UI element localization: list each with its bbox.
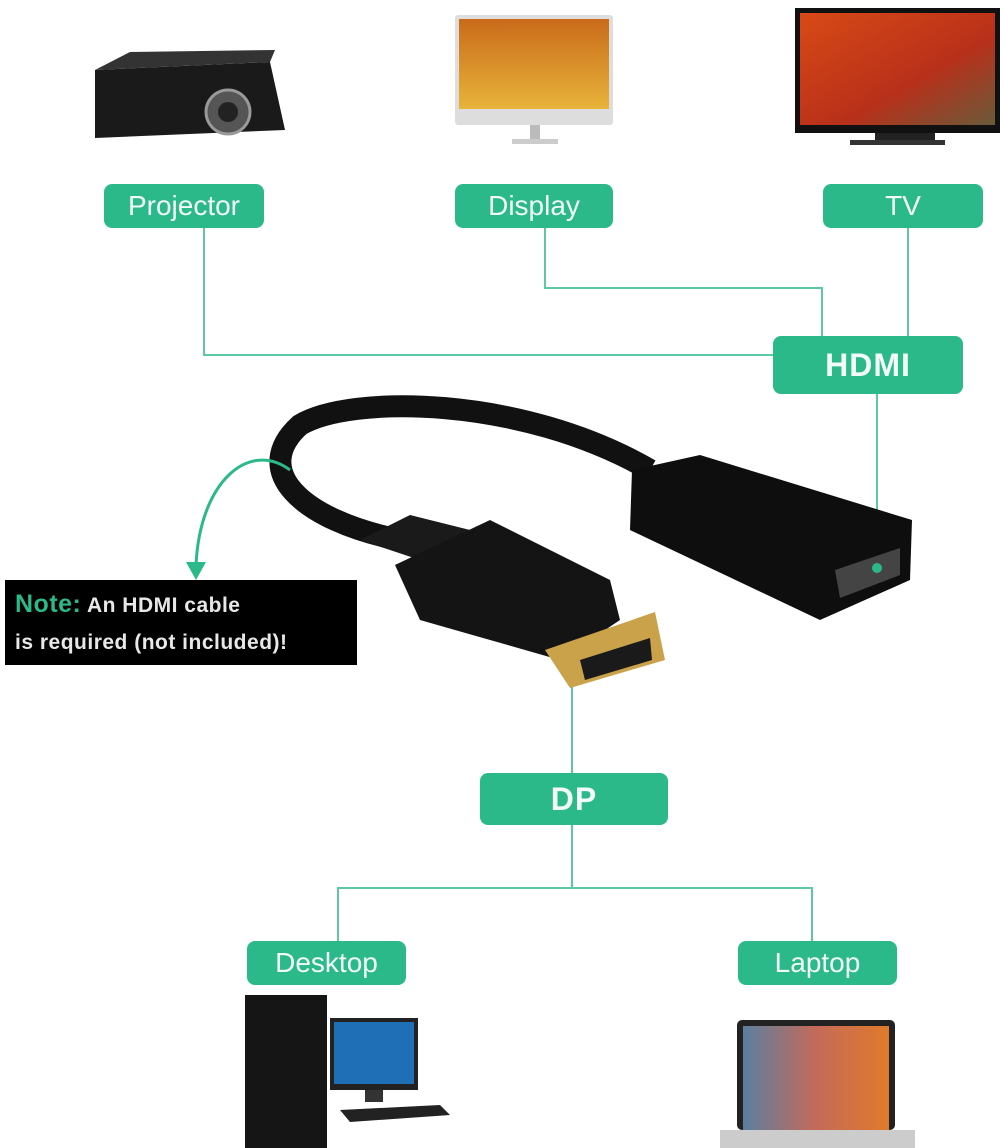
connector-lines xyxy=(203,228,909,941)
projector-label: Projector xyxy=(104,184,264,228)
cable-arrow xyxy=(186,458,882,580)
note-line-1: An HDMI cable xyxy=(86,594,241,617)
laptop-image xyxy=(720,1020,915,1148)
display-label: Display xyxy=(455,184,613,228)
dp-label: DP xyxy=(480,773,668,825)
desktop-image xyxy=(245,995,450,1148)
laptop-label: Laptop xyxy=(738,941,897,985)
note-prefix: Note: xyxy=(15,590,82,618)
note-box: Note: An HDMI cable is required (not inc… xyxy=(5,580,357,665)
projector-image xyxy=(95,50,285,138)
display-image xyxy=(455,15,613,144)
tv-label: TV xyxy=(823,184,983,228)
tv-image xyxy=(795,8,1000,145)
desktop-label: Desktop xyxy=(247,941,406,985)
hdmi-label: HDMI xyxy=(773,336,963,394)
dp-to-hdmi-adapter-image xyxy=(269,395,912,688)
note-line-2: is required (not included)! xyxy=(15,631,288,654)
